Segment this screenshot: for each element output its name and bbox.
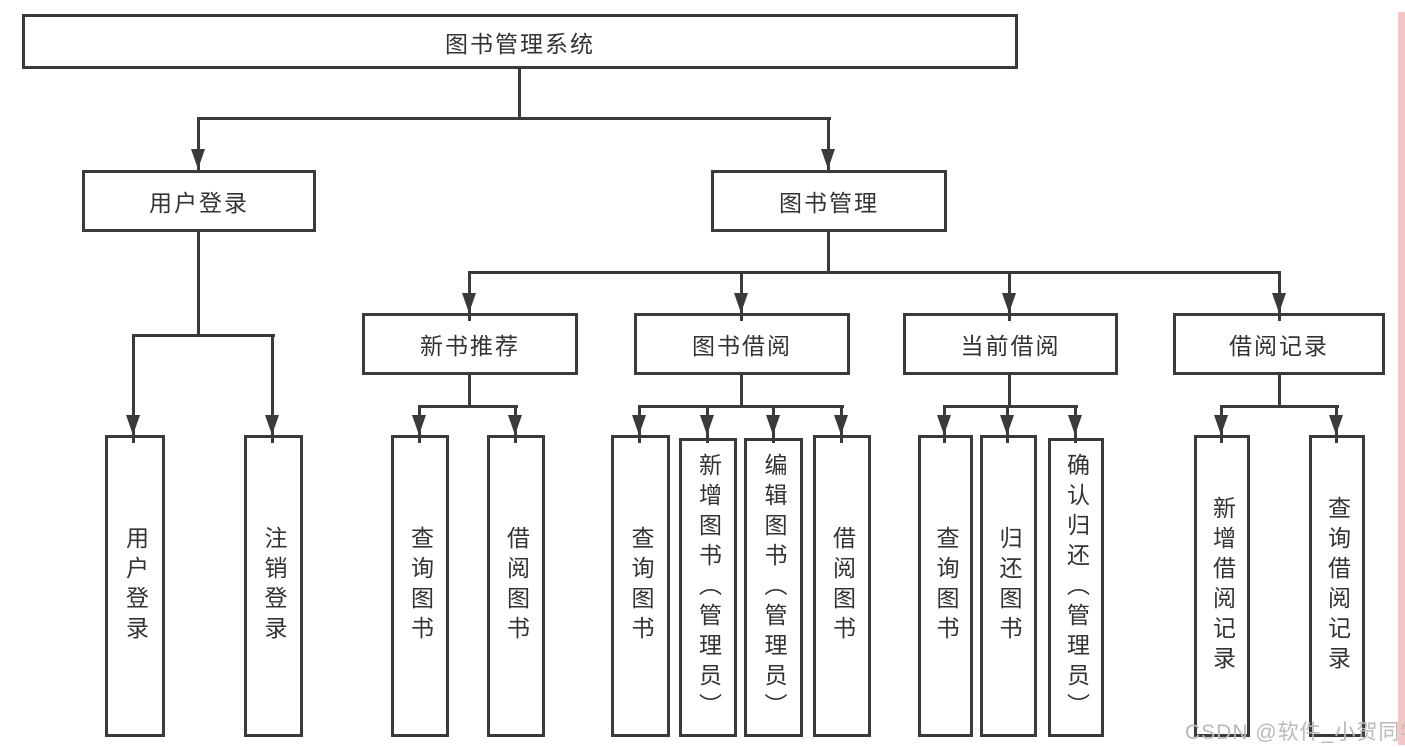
node-label: 新书推荐 — [420, 333, 520, 359]
node-leaf-borrow-books: 借阅图书 — [813, 435, 871, 737]
connector-line — [740, 373, 743, 407]
node-root: 图书管理系统 — [22, 14, 1018, 69]
connector-line — [827, 230, 830, 274]
watermark: CSDN @软件_小贺同学 — [1185, 721, 1405, 744]
connector-line — [1008, 373, 1011, 407]
node-label: 新增借阅记录 — [1209, 496, 1236, 676]
node-new-book-recommend: 新书推荐 — [362, 313, 578, 375]
arrow-down-icon — [462, 293, 476, 313]
node-label: 用户登录 — [149, 190, 249, 216]
node-label: 用户登录 — [122, 526, 149, 646]
node-current-borrow: 当前借阅 — [903, 313, 1118, 375]
arrow-down-icon — [734, 293, 748, 313]
node-user-login: 用户登录 — [82, 170, 316, 232]
arrow-down-icon — [937, 415, 951, 435]
connector-line — [197, 230, 200, 336]
node-label: 借阅图书 — [503, 526, 530, 646]
node-leaf-return-books: 归还图书 — [980, 435, 1037, 737]
node-label: 查询图书 — [628, 526, 654, 646]
connector-line — [518, 67, 521, 119]
node-label: 借阅记录 — [1229, 333, 1329, 359]
arrow-down-icon — [700, 415, 714, 435]
arrow-down-icon — [1214, 415, 1228, 435]
arrow-down-icon — [508, 415, 522, 435]
connector-line — [1220, 405, 1339, 408]
node-leaf-query-books-current: 查询图书 — [918, 435, 973, 737]
connector-line — [197, 117, 831, 120]
arrow-down-icon — [126, 415, 140, 435]
connector-line — [197, 117, 200, 173]
node-label: 注销登录 — [261, 526, 287, 646]
arrow-down-icon — [1000, 415, 1014, 435]
node-label: 查询图书 — [933, 526, 959, 646]
connector-line — [468, 373, 471, 407]
connector-line — [132, 334, 135, 443]
node-label: 查询借阅记录 — [1324, 496, 1351, 676]
connector-line — [418, 405, 518, 408]
node-label: 归还图书 — [996, 526, 1022, 646]
node-book-management: 图书管理 — [711, 170, 947, 232]
node-leaf-query-books-borrow: 查询图书 — [611, 435, 670, 737]
node-book-borrow: 图书借阅 — [634, 313, 850, 375]
connector-line — [1278, 373, 1281, 407]
connector-line — [468, 271, 1281, 274]
node-leaf-add-borrow-record: 新增借阅记录 — [1194, 435, 1250, 737]
connector-line — [638, 405, 844, 408]
node-leaf-edit-books-admin: 编辑图书（管理员） — [744, 438, 803, 737]
connector-line — [132, 334, 275, 337]
arrow-down-icon — [191, 149, 205, 169]
connector-line — [271, 334, 274, 443]
right-edge-strip — [1398, 12, 1405, 745]
node-leaf-borrow-books-recommend: 借阅图书 — [487, 435, 545, 737]
arrow-down-icon — [1002, 293, 1016, 313]
arrow-down-icon — [412, 415, 426, 435]
arrow-down-icon — [766, 415, 780, 435]
connector-line — [827, 117, 830, 173]
arrow-down-icon — [821, 149, 835, 169]
node-label: 查询图书 — [407, 526, 434, 646]
node-leaf-user-login: 用户登录 — [105, 435, 165, 737]
arrow-down-icon — [1329, 415, 1343, 435]
node-label: 图书管理系统 — [445, 30, 595, 57]
node-label: 编辑图书（管理员） — [761, 452, 787, 723]
node-leaf-logout: 注销登录 — [244, 435, 303, 737]
node-leaf-confirm-return-admin: 确认归还（管理员） — [1048, 438, 1104, 737]
node-label: 借阅图书 — [829, 526, 856, 646]
node-leaf-query-borrow-record: 查询借阅记录 — [1309, 435, 1365, 737]
node-label: 确认归还（管理员） — [1063, 452, 1090, 723]
arrow-down-icon — [265, 415, 279, 435]
node-borrow-records: 借阅记录 — [1173, 313, 1385, 375]
node-leaf-query-books-recommend: 查询图书 — [391, 435, 449, 737]
arrow-down-icon — [834, 415, 848, 435]
arrow-down-icon — [1068, 415, 1082, 435]
node-label: 新增图书（管理员） — [695, 452, 722, 723]
arrow-down-icon — [1272, 293, 1286, 313]
node-label: 当前借阅 — [960, 333, 1061, 359]
connector-line — [943, 405, 1078, 408]
node-label: 图书管理 — [779, 190, 879, 216]
node-leaf-add-books-admin: 新增图书（管理员） — [679, 438, 737, 737]
node-label: 图书借阅 — [692, 333, 792, 359]
arrow-down-icon — [632, 415, 646, 435]
